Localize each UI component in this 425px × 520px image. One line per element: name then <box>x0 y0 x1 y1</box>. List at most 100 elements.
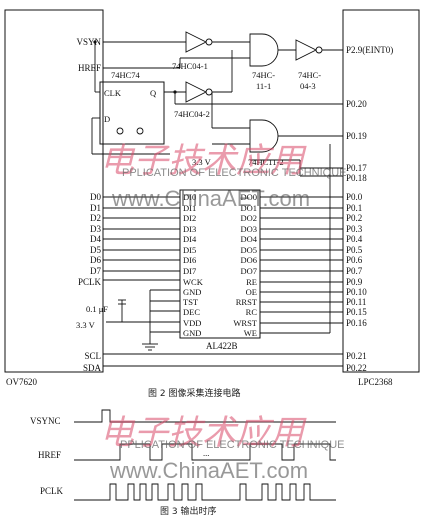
fifo-right-pin-7: DO7 <box>240 266 257 276</box>
control-logic-wires <box>91 31 343 177</box>
inv1-label: 74HC04-1 <box>172 61 208 71</box>
fifo-right-pin-6: DO6 <box>240 255 257 265</box>
fifo-right-pin-12: WRST <box>233 318 257 328</box>
fifo-right-pin-8: RE <box>246 277 257 287</box>
fifo-left-pin-9: GND <box>183 287 201 297</box>
fig3-caption: 图 3 输出时序 <box>160 505 216 517</box>
fifo-left-pin-5: DI5 <box>183 245 196 255</box>
lpc2368-port-7: P0.2 <box>346 213 362 223</box>
al422b-chip <box>179 189 261 339</box>
fifo-right-pin-3: DO3 <box>240 224 257 234</box>
lpc2368-port-2: P0.19 <box>346 131 367 141</box>
watermark-url-1: www.ChinaAET.com <box>111 186 310 211</box>
lpc2368-port-9: P0.4 <box>346 234 363 244</box>
lpc2368-port-19: P0.22 <box>346 363 367 373</box>
ov7620-signal-d2: D2 <box>90 213 101 223</box>
fifo-left-pin-12: VDD <box>183 318 201 328</box>
cap-label: 0.1 μF <box>86 304 108 314</box>
watermark-logo-2: 电子技术应用 <box>100 413 307 453</box>
inv3-label-b: 04-3 <box>300 81 316 91</box>
lpc2368-port-5: P0.0 <box>346 192 363 202</box>
lpc2368-port-17: P0.16 <box>346 318 367 328</box>
fifo-left-pin-11: DEC <box>183 307 200 317</box>
inv2-label: 74HC04-2 <box>174 109 210 119</box>
al422b-pin-labels: DI0DI1DI2DI3DI4DI5DI6DI7WCKGNDTSTDECVDDG… <box>183 192 258 338</box>
watermark-top: 电子技术应用 PPLICATION OF ELECTRONIC TECHNIQU… <box>100 141 347 211</box>
timing-pclk-label: PCLK <box>40 486 64 496</box>
watermark-logo-1: 电子技术应用 <box>100 141 307 181</box>
timing-href-label: HREF <box>38 450 61 460</box>
fifo-right-pin-0: DO0 <box>240 192 257 202</box>
fifo-right-pin-13: WE <box>244 328 257 338</box>
fifo-right-pin-2: DO2 <box>240 213 257 223</box>
ov7620-signal-d4: D4 <box>90 234 101 244</box>
lpc2368-port-15: P0.11 <box>346 297 366 307</box>
ov7620-signal-vsyn: VSYN <box>76 37 101 47</box>
ov7620-signal-d6: D6 <box>90 255 101 265</box>
timing-diagram: VSYNC HREF PCLK ... <box>30 409 336 501</box>
ov7620-signal-scl: SCL <box>84 351 101 361</box>
supply2-label: 3.3 V <box>76 320 96 330</box>
fifo-left-pin-1: DI1 <box>183 203 196 213</box>
lpc2368-port-6: P0.1 <box>346 203 362 213</box>
fifo-left-pin-3: DI3 <box>183 224 196 234</box>
fig2-caption: 图 2 图像采集连接电路 <box>148 387 240 399</box>
fifo-right-pin-1: DO1 <box>240 203 257 213</box>
fifo-right-pin-9: OE <box>246 287 257 297</box>
ff-clk-label: CLK <box>104 88 122 98</box>
ov7620-signal-pclk: PCLK <box>78 277 102 287</box>
and2-label: 74HC11-2 <box>248 157 284 167</box>
ov7620-signal-d3: D3 <box>90 224 101 234</box>
flipflop-label: 74HC74 <box>111 70 141 80</box>
lpc2368-port-14: P0.10 <box>346 287 367 297</box>
data-bus-wires <box>103 144 343 334</box>
lpc2368-chip <box>342 9 420 373</box>
lpc2368-port-11: P0.6 <box>346 255 363 265</box>
inv3-label-a: 74HC- <box>298 70 321 80</box>
ov7620-label: OV7620 <box>6 377 37 387</box>
al422b-label: AL422B <box>206 341 238 351</box>
fifo-power-section <box>103 279 180 351</box>
watermark-tagline-1: PPLICATION OF ELECTRONIC TECHNIQUE <box>122 167 347 179</box>
lpc2368-port-3: P0.17 <box>346 163 367 173</box>
lpc2368-port-16: P0.15 <box>346 307 367 317</box>
ov7620-signal-d5: D5 <box>90 245 101 255</box>
watermark-bottom: 电子技术应用 PPLICATION OF ELECTRONIC TECHNIQU… <box>100 413 345 483</box>
ov7620-signal-sda: SDA <box>83 363 102 373</box>
fifo-left-pin-4: DI4 <box>183 234 197 244</box>
lpc2368-port-12: P0.7 <box>346 266 363 276</box>
lpc2368-port-10: P0.5 <box>346 245 363 255</box>
lpc2368-port-0: P2.9(EINT0) <box>346 45 393 55</box>
fifo-right-pin-5: DO5 <box>240 245 257 255</box>
fifo-right-pin-11: RC <box>246 307 258 317</box>
watermark-url-2: www.ChinaAET.com <box>109 458 308 483</box>
lpc2368-port-4: P0.18 <box>346 173 367 183</box>
fifo-right-pin-10: RRST <box>236 297 258 307</box>
ov7620-signal-d1: D1 <box>90 203 101 213</box>
and1-label-a: 74HC- <box>252 70 275 80</box>
ff-d-label: D <box>104 114 110 124</box>
lpc2368-port-8: P0.3 <box>346 224 363 234</box>
lpc2368-port-labels: P2.9(EINT0)P0.20P0.19P0.17P0.18P0.0P0.1P… <box>346 45 393 373</box>
fifo-left-pin-8: WCK <box>183 277 204 287</box>
and1-label-b: 11-1 <box>256 81 271 91</box>
ov7620-signal-href: HREF <box>78 63 101 73</box>
watermark-tagline-2: PPLICATION OF ELECTRONIC TECHNIQUE <box>120 439 345 451</box>
supply-label: 3.3 V <box>192 157 212 167</box>
ff-q-label: Q <box>150 88 156 98</box>
fifo-left-pin-0: DI0 <box>183 192 196 202</box>
lpc2368-port-18: P0.21 <box>346 351 367 361</box>
ov7620-signal-d7: D7 <box>90 266 101 276</box>
lpc2368-label: LPC2368 <box>358 377 393 387</box>
fifo-left-pin-13: GND <box>183 328 201 338</box>
svg-text:...: ... <box>203 448 209 458</box>
fifo-right-pin-4: DO4 <box>240 234 257 244</box>
fifo-left-pin-7: DI7 <box>183 266 196 276</box>
flipflop-74hc74 <box>99 81 165 145</box>
lpc2368-port-13: P0.9 <box>346 277 363 287</box>
fifo-left-pin-6: DI6 <box>183 255 196 265</box>
ov7620-chip <box>4 9 104 373</box>
ov7620-signal-d0: D0 <box>90 192 101 202</box>
